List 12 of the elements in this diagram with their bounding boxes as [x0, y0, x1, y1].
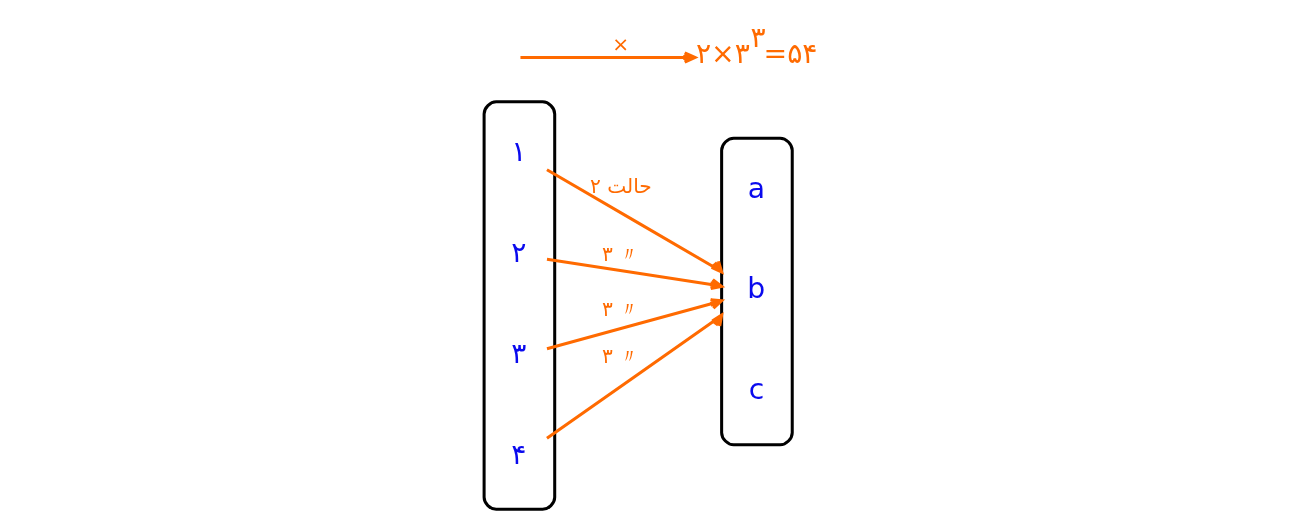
node-text: c [748, 373, 765, 407]
edge-label: ۳ 〃 [602, 296, 640, 321]
edge-label: × [612, 32, 630, 57]
edge-label: ۳ 〃 [602, 242, 640, 267]
node-text: ۴ [511, 437, 527, 471]
edge-label: ۲ حالت [590, 173, 652, 198]
node-text: ۳ [511, 336, 527, 370]
node-text: a [747, 171, 766, 205]
node-text: ۲ [511, 236, 527, 270]
node-text: ۱ [511, 135, 527, 169]
edge-label: ۳ 〃 [602, 344, 640, 369]
node-text: b [747, 272, 766, 306]
